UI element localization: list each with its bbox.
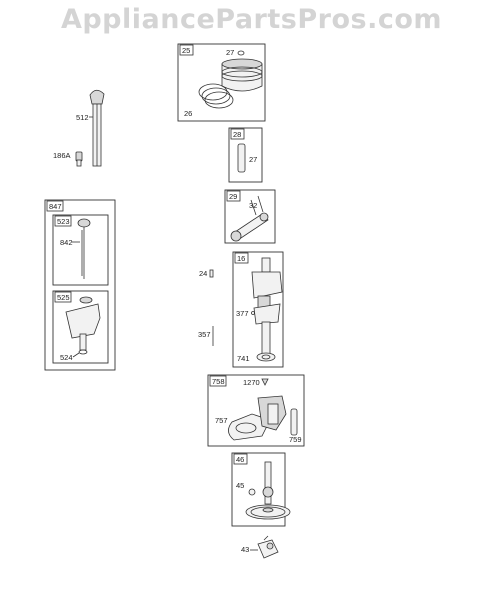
group-46-box: [231, 452, 286, 527]
group-525[interactable]: 525 524: [52, 290, 109, 364]
label-357: 357: [198, 330, 211, 339]
group-523[interactable]: 523 842: [52, 214, 109, 286]
crankshaft-icon: [251, 257, 283, 357]
label-25: 25: [182, 46, 190, 55]
governor-icon: [257, 535, 279, 559]
group-29-box: [224, 189, 276, 244]
group-16-box: [232, 251, 284, 368]
label-524: 524: [60, 353, 73, 362]
group-25-box: [177, 43, 266, 122]
rod-bolts-icon: [250, 195, 264, 216]
label-1270: 1270: [243, 378, 260, 387]
label-186a: 186A: [53, 151, 71, 160]
label-523: 523: [57, 217, 70, 226]
group-28-box: [228, 127, 263, 183]
clamp-icon: [75, 151, 83, 167]
piston-icon: [221, 58, 263, 92]
group-16-crankshaft[interactable]: 24 16 377 357 741: [198, 251, 284, 368]
label-29: 29: [229, 192, 237, 201]
group-847-box: [44, 199, 116, 371]
label-24: 24: [199, 269, 207, 278]
piston-rings-icon: [198, 83, 234, 109]
label-847: 847: [49, 202, 62, 211]
seal-icon: [256, 352, 276, 362]
bolt-icon: [248, 488, 256, 496]
group-28-piston-pin[interactable]: 28 27: [228, 127, 263, 183]
group-758-box: [207, 374, 305, 447]
connecting-rod-icon: [230, 212, 269, 242]
group-525-box: [52, 290, 109, 364]
label-525: 525: [57, 293, 70, 302]
label-842: 842: [60, 238, 73, 247]
breather-tube-icon: [65, 296, 101, 355]
label-28: 28: [233, 130, 241, 139]
label-45: 45: [236, 481, 244, 490]
label-43: 43: [241, 545, 249, 554]
label-26: 26: [184, 109, 192, 118]
dipstick-icon: [77, 218, 91, 279]
part-43[interactable]: 43: [241, 535, 279, 559]
group-523-box: [52, 214, 109, 286]
pump-pin-icon: [290, 408, 298, 436]
group-29-connecting-rod[interactable]: 29 32: [224, 189, 276, 244]
label-46: 46: [236, 455, 244, 464]
group-758-oil-pump[interactable]: 758 1270 757 759: [207, 374, 305, 447]
group-847-assembly[interactable]: 847 523 842 525 524: [44, 199, 116, 371]
piston-pin-icon: [237, 143, 246, 173]
label-27-a: 27: [226, 48, 234, 57]
label-16: 16: [237, 254, 245, 263]
oil-pump-icon: [228, 395, 298, 441]
part-186a[interactable]: 186A: [53, 151, 83, 167]
camshaft-gear-icon: [245, 461, 291, 520]
piston-pin-clip-icon: [237, 50, 245, 56]
label-759: 759: [289, 435, 302, 444]
screw-icon: [261, 378, 269, 386]
label-512: 512: [76, 113, 89, 122]
label-758: 758: [212, 377, 225, 386]
label-377: 377: [236, 309, 249, 318]
label-27-b: 27: [249, 155, 257, 164]
group-25-piston[interactable]: 25 27 26: [177, 43, 266, 122]
key-icon: [209, 269, 214, 278]
label-757: 757: [215, 416, 228, 425]
watermark: AppliancePartsPros.com: [60, 4, 443, 35]
dipstick-tube-icon: [89, 89, 105, 167]
group-46-cam-gear[interactable]: 46 45: [231, 452, 291, 527]
part-512-dipstick-tube[interactable]: 512: [76, 89, 105, 167]
label-741: 741: [237, 354, 250, 363]
